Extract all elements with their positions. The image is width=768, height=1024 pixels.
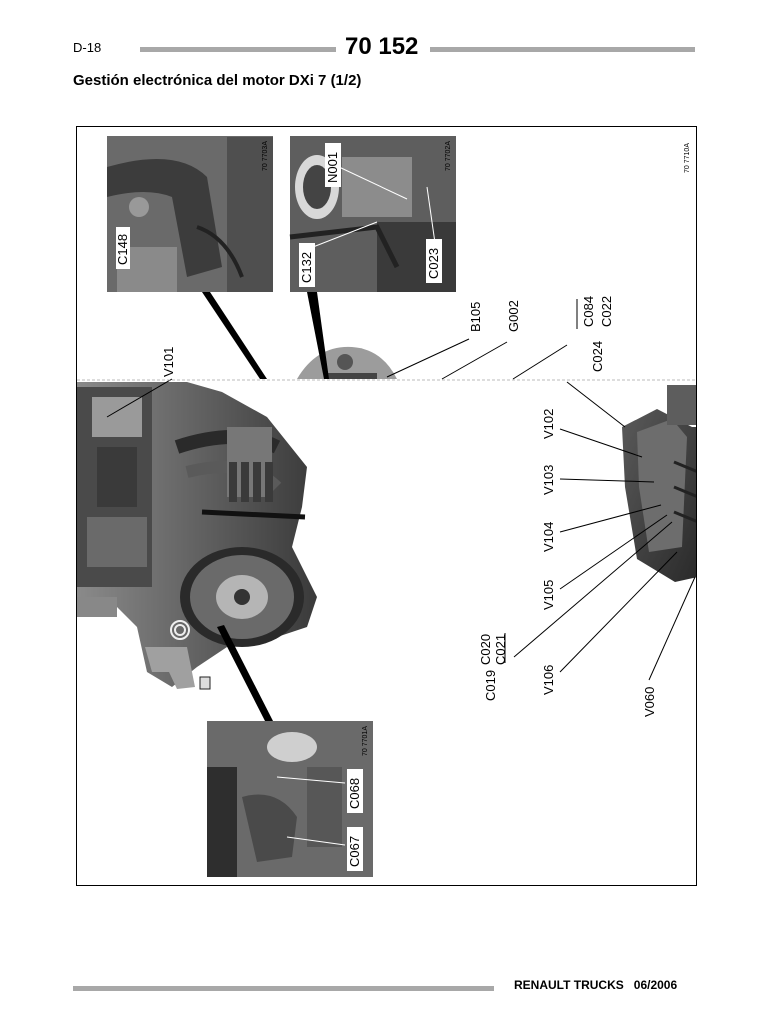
ecu-photo	[622, 385, 696, 582]
footer-brand-date: RENAULT TRUCKS 06/2006	[514, 978, 678, 992]
pointer-c148	[202, 292, 267, 379]
label-c020: C020	[478, 634, 493, 665]
label-c132: C132	[299, 252, 314, 283]
document-number: 70 152	[345, 33, 419, 60]
label-v105: V105	[541, 580, 556, 610]
label-v106: V106	[541, 665, 556, 695]
inset-code-c148: 70 7703A	[262, 141, 269, 171]
inset-photo-c067: 70 7701A C068 C067	[207, 721, 373, 877]
label-b105: B105	[468, 302, 483, 332]
footer-rule	[73, 986, 494, 991]
inset-code-c067: 70 7701A	[362, 726, 369, 756]
engine-diagram: 70 7703A C148 70 7702A N001 C132 C023	[77, 136, 696, 877]
label-n001: N001	[325, 152, 340, 183]
engine-main-photo	[77, 382, 317, 690]
header-rule-right	[430, 47, 695, 52]
page-reference: D-18	[73, 40, 102, 55]
figure-reference-code: 70 7710A	[684, 143, 691, 173]
label-c084: C084	[581, 296, 596, 327]
header-rule-left	[140, 47, 336, 52]
inset-photo-c148: 70 7703A C148	[107, 136, 273, 292]
label-v060: V060	[642, 687, 657, 717]
pointer-n001	[307, 292, 329, 379]
label-c068: C068	[347, 778, 362, 809]
inset-code-n001: 70 7702A	[445, 141, 452, 171]
inset-photo-n001: 70 7702A N001 C132 C023	[289, 136, 456, 292]
leader-lines	[106, 299, 696, 681]
alternator-photo	[297, 346, 397, 379]
label-c022: C022	[599, 296, 614, 327]
label-v101: V101	[161, 347, 176, 377]
label-v102: V102	[541, 409, 556, 439]
label-c019: C019	[483, 670, 498, 701]
pointer-c067	[217, 625, 273, 721]
label-v103: V103	[541, 465, 556, 495]
label-c024: C024	[590, 341, 605, 372]
engine-diagram-figure: 70 7703A C148 70 7702A N001 C132 C023	[76, 126, 697, 886]
page-title: Gestión electrónica del motor DXi 7 (1/2…	[73, 72, 362, 89]
label-c023: C023	[426, 248, 441, 279]
label-v104: V104	[541, 522, 556, 552]
label-c067: C067	[347, 836, 362, 867]
label-g002: G002	[506, 300, 521, 332]
label-c021: C021	[493, 634, 508, 665]
label-c148: C148	[115, 234, 130, 265]
